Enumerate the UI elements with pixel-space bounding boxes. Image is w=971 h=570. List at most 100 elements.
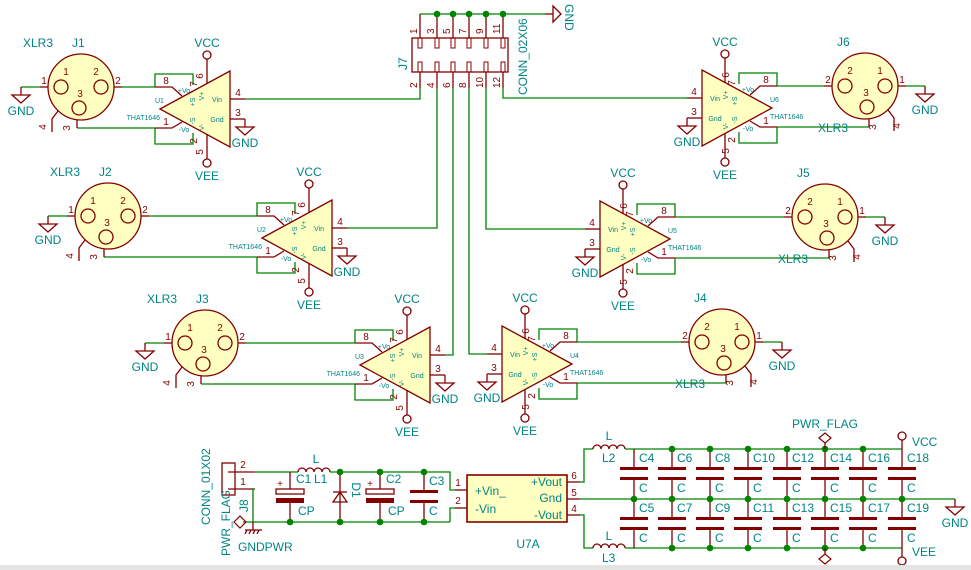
amplifier-body <box>701 68 774 148</box>
pin-number: 7 <box>458 28 469 34</box>
pin-number: 3 <box>491 363 497 374</box>
pin-number: 4 <box>65 253 76 259</box>
wire <box>330 471 455 491</box>
junction-dot <box>898 495 906 503</box>
vee-label: VEE <box>611 299 635 313</box>
amp-pin-name: -Vo <box>281 256 292 263</box>
capacitor-plate <box>811 477 839 480</box>
capacitor-plate <box>773 517 801 520</box>
connector-value: XLR3 <box>147 292 177 306</box>
amp-pin-name: -Vo <box>379 383 390 390</box>
junction-dot <box>336 468 344 476</box>
pin-number: 4 <box>162 380 173 386</box>
inductor-value: L <box>606 529 613 543</box>
amp-pin-name: -Vo <box>543 382 554 389</box>
capacitor-value: C <box>677 481 686 495</box>
xlr-pin-hole <box>837 78 853 94</box>
gnd-symbol-icon <box>134 350 156 360</box>
capacitor-plate <box>849 467 877 470</box>
xlr-hole-number: 2 <box>217 323 223 334</box>
connector-reference: J5 <box>797 166 810 180</box>
pin-number: 8 <box>363 332 369 343</box>
pin-minus-vo <box>749 120 777 128</box>
bottom-scroll-edge[interactable] <box>0 565 971 570</box>
sense-loop-wire <box>256 202 296 216</box>
amp-pin-name: V+ <box>523 347 530 356</box>
pin-number: 4 <box>491 343 497 354</box>
amp-pin-name: Gnd <box>210 117 223 124</box>
amp-pin-name: +Vo <box>280 217 292 224</box>
xlr-pin-4 <box>51 110 59 132</box>
amp-pin-name: Gnd <box>508 372 521 379</box>
pin-number: 11 <box>492 23 503 34</box>
capacitor-plate <box>811 527 839 530</box>
pin-number: 5 <box>721 148 732 154</box>
header-pin-slot <box>483 37 489 49</box>
amp-pin-name: V- <box>621 253 628 260</box>
pin-number: 10 <box>475 76 486 88</box>
vee-symbol-icon <box>720 157 730 167</box>
capacitor-plate <box>734 527 762 530</box>
pin-number: 5 <box>619 279 630 285</box>
header-pin-slot <box>450 61 456 73</box>
amp-pin-name: +Vo <box>742 87 754 94</box>
pin-number: 3 <box>186 381 197 387</box>
pin-number: 7 <box>625 211 636 217</box>
connector-value: XLR3 <box>778 252 808 266</box>
pin-number: 7 <box>189 81 200 87</box>
capacitor-reference: C13 <box>792 501 814 515</box>
amp-pin-name: -S <box>532 372 539 379</box>
pin-plus-vo <box>155 86 183 97</box>
pin-number: 7 <box>389 337 400 343</box>
pin-minus-vo <box>155 121 183 129</box>
connector-reference: J2 <box>99 165 112 179</box>
capacitor-reference: C5 <box>639 501 655 515</box>
header-pin-slot <box>417 61 423 73</box>
xlr-hole-number: 1 <box>63 67 69 78</box>
pin-number: 8 <box>458 82 469 88</box>
xlr-connector-body <box>171 309 239 377</box>
vcc-symbol-icon <box>520 305 530 315</box>
dc-dc-converter-u7a <box>466 474 568 523</box>
sense-loop-wire <box>154 128 194 145</box>
pin-number: 1 <box>165 332 171 343</box>
amp-pin-name: -S <box>630 247 637 254</box>
junction-dot <box>859 495 867 503</box>
amp-pin-name: V+ <box>199 92 206 101</box>
vcc-label: VCC <box>512 291 538 305</box>
wire <box>252 488 255 522</box>
capacitor-plate <box>696 517 724 520</box>
pin-number: 3 <box>828 255 839 261</box>
pin-number: 2 <box>455 496 461 507</box>
capacitor-reference: C14 <box>830 451 852 465</box>
amp-pin-name: +Vo <box>378 344 390 351</box>
connector-value: XLR3 <box>23 36 53 50</box>
xlr-pin-4 <box>78 239 86 261</box>
xlr-pin-hole <box>177 335 193 351</box>
inductor-value: L <box>606 429 613 443</box>
gnd-symbol-icon <box>771 349 793 359</box>
pin-number: 4 <box>435 344 441 355</box>
pin-number: 2 <box>291 267 302 273</box>
junction-dot <box>783 495 791 503</box>
capacitor-plate <box>658 517 686 520</box>
amp-pin-name: V- <box>723 122 730 129</box>
amp-pin-name: V+ <box>723 91 730 100</box>
vee-symbol-icon <box>304 287 314 297</box>
capacitor-plate <box>811 517 839 520</box>
sense-loop-wire <box>354 384 394 401</box>
xlr-hole-number: 3 <box>104 218 110 229</box>
inductor-l1 <box>297 467 331 473</box>
xlr-pin-hole <box>93 79 109 95</box>
amp-value: THAT1646 <box>770 114 803 121</box>
pin-number: 4 <box>691 87 697 98</box>
gnd-label: GND <box>572 266 599 280</box>
header-pin-slot <box>466 37 472 49</box>
pin-number: 2 <box>625 268 636 274</box>
gnd-symbol-icon <box>874 224 896 234</box>
pin-number: 3 <box>337 237 343 248</box>
header-reference: J7 <box>396 57 410 70</box>
xlr-connector-body <box>74 182 142 250</box>
header-pin-slot <box>417 37 423 49</box>
pin-number: 12 <box>492 76 503 88</box>
